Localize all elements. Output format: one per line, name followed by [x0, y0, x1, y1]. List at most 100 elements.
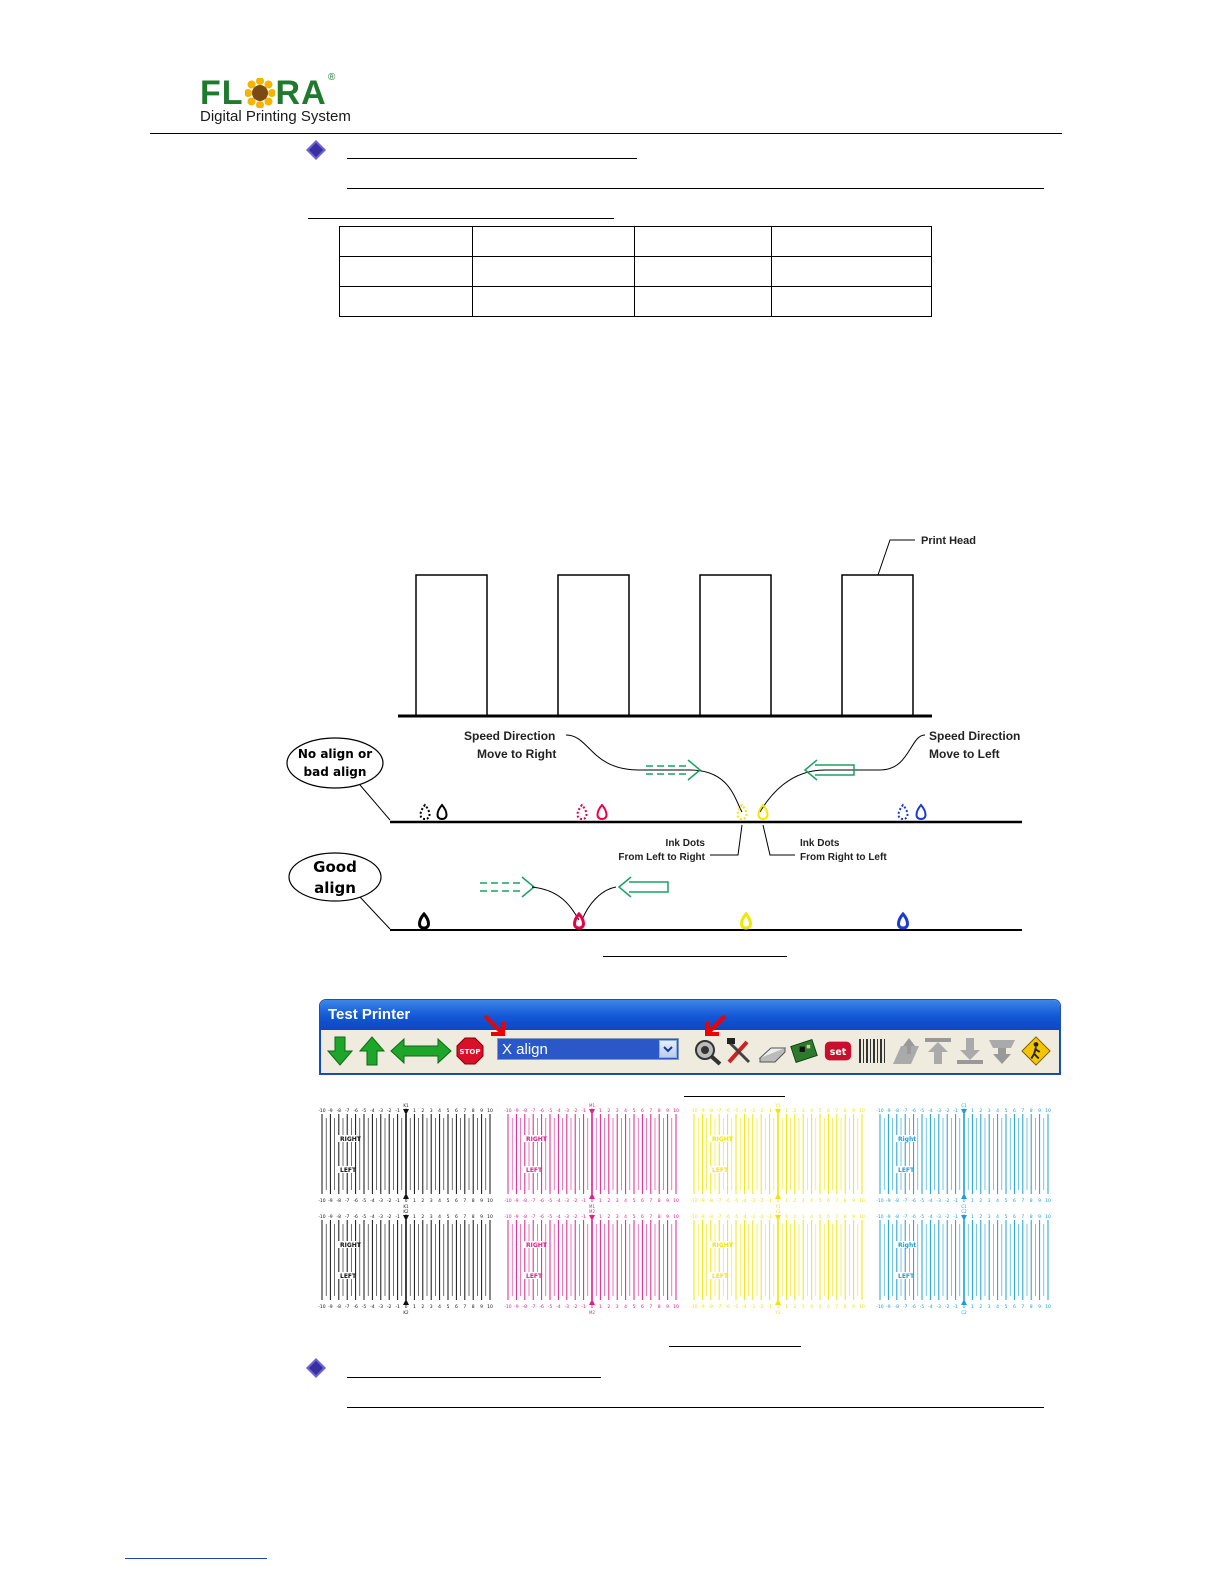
bullet-diamond-icon — [306, 1358, 326, 1378]
label-bg — [524, 1135, 542, 1142]
scale-tick-label: -1 — [953, 1214, 958, 1220]
scale-tick-label: -7 — [345, 1304, 350, 1310]
layer-up-icon[interactable] — [891, 1035, 921, 1067]
scale-tick-label: 10 — [1045, 1198, 1051, 1204]
channel-bottom-label: M2 — [589, 1310, 595, 1314]
scale-tick-label: -2 — [945, 1108, 950, 1114]
scale-tick-label: 0 — [405, 1304, 408, 1310]
right-label: Right — [898, 1242, 916, 1249]
scale-tick-label: -5 — [362, 1214, 367, 1220]
right-label: RIGHT — [712, 1242, 734, 1249]
scale-tick-label: 4 — [438, 1198, 441, 1204]
scale-tick-label: 10 — [859, 1198, 865, 1204]
warning-person-icon[interactable] — [1021, 1035, 1051, 1067]
scale-tick-label: -5 — [734, 1304, 739, 1310]
scale-tick-label: -10 — [876, 1108, 883, 1114]
scale-tick-label: 10 — [1045, 1108, 1051, 1114]
scale-tick-label: -9 — [700, 1198, 705, 1204]
window-title: Test Printer — [320, 1000, 1060, 1030]
scale-tick-label: 1 — [599, 1198, 602, 1204]
scale-tick-label: 7 — [463, 1108, 466, 1114]
scale-tick-label: -1 — [767, 1304, 772, 1310]
scale-tick-label: -5 — [548, 1108, 553, 1114]
bubble-good-line2: align — [314, 879, 356, 897]
arrow-down-bar-icon[interactable] — [955, 1035, 985, 1067]
top-marker-icon — [403, 1109, 409, 1115]
chevron-down-icon[interactable] — [659, 1040, 677, 1058]
scale-tick-label: -3 — [937, 1108, 942, 1114]
scale-tick-label: 4 — [624, 1108, 627, 1114]
scale-tick-label: 6 — [1013, 1304, 1016, 1310]
scale-tick-label: 1 — [413, 1198, 416, 1204]
scale-tick-label: -10 — [876, 1304, 883, 1310]
scale-tick-label: 5 — [447, 1304, 450, 1310]
scale-tick-label: -6 — [911, 1198, 916, 1204]
channel-bottom-label: C2 — [961, 1310, 967, 1314]
bubble-bad-line1: No align or — [298, 747, 372, 761]
left-label: LEFT — [712, 1167, 729, 1174]
scale-tick-label: 6 — [641, 1214, 644, 1220]
alignment-pattern-block: -10-10-9-9-8-8-7-7-6-6-5-5-4-4-3-3-2-2-1… — [876, 1103, 1051, 1209]
scale-tick-label: 6 — [827, 1214, 830, 1220]
scale-tick-label: -4 — [742, 1214, 747, 1220]
scale-tick-label: -9 — [700, 1304, 705, 1310]
print-head-1 — [415, 574, 488, 717]
scale-tick-label: 4 — [996, 1214, 999, 1220]
speed-right-curve — [565, 734, 743, 813]
scale-tick-label: 9 — [1038, 1214, 1041, 1220]
scale-tick-label: 1 — [971, 1108, 974, 1114]
scale-tick-label: -1 — [395, 1198, 400, 1204]
scale-tick-label: 6 — [455, 1198, 458, 1204]
barcode-icon[interactable] — [857, 1035, 887, 1067]
scale-tick-label: 3 — [430, 1304, 433, 1310]
test-pattern-select[interactable]: X align — [497, 1038, 679, 1060]
scale-tick-label: 1 — [413, 1214, 416, 1220]
scale-tick-label: 3 — [430, 1198, 433, 1204]
scale-tick-label: -4 — [928, 1198, 933, 1204]
scale-tick-label: 3 — [616, 1198, 619, 1204]
scale-tick-label: -10 — [318, 1108, 325, 1114]
scale-tick-label: 1 — [785, 1304, 788, 1310]
scale-tick-label: 1 — [413, 1304, 416, 1310]
bottom-marker-icon — [775, 1299, 781, 1305]
scale-tick-label: 9 — [852, 1214, 855, 1220]
scale-tick-label: 5 — [819, 1214, 822, 1220]
scale-tick-label: -3 — [379, 1304, 384, 1310]
arrow-up-bar-icon[interactable] — [923, 1035, 953, 1067]
scale-tick-label: 3 — [802, 1108, 805, 1114]
ink-drop-icon — [418, 911, 430, 930]
scale-tick-label: 2 — [979, 1304, 982, 1310]
scale-tick-label: -8 — [895, 1304, 900, 1310]
down-arrow-icon[interactable] — [325, 1035, 355, 1067]
ink-drop-icon — [576, 803, 588, 821]
search-gear-icon[interactable] — [693, 1035, 723, 1067]
scale-tick-label: 0 — [591, 1198, 594, 1204]
eraser-icon[interactable] — [757, 1035, 787, 1067]
up-arrow-icon[interactable] — [357, 1035, 387, 1067]
ink-drop-icon — [596, 803, 608, 821]
circuit-board-icon[interactable] — [789, 1035, 819, 1067]
scale-tick-label: -9 — [886, 1108, 891, 1114]
scale-tick-label: -3 — [565, 1108, 570, 1114]
scale-tick-label: -8 — [709, 1108, 714, 1114]
label-bg — [338, 1166, 352, 1173]
top-marker-icon — [961, 1109, 967, 1115]
label-bg — [338, 1135, 356, 1142]
scale-tick-label: -2 — [573, 1198, 578, 1204]
label-bg — [710, 1272, 724, 1279]
ink-drop-icon — [897, 803, 909, 821]
set-icon[interactable]: set — [823, 1035, 853, 1067]
scale-tick-label: 8 — [844, 1198, 847, 1204]
scale-tick-label: -10 — [318, 1198, 325, 1204]
ink-drop-icon — [897, 911, 909, 930]
ink-rl-line2: From Right to Left — [800, 852, 887, 863]
layer-down-icon[interactable] — [987, 1035, 1017, 1067]
tools-icon[interactable] — [725, 1035, 755, 1067]
scale-tick-label: -9 — [328, 1214, 333, 1220]
left-right-arrow-icon[interactable] — [389, 1035, 453, 1067]
scale-tick-label: 6 — [1013, 1108, 1016, 1114]
scale-tick-label: -5 — [920, 1108, 925, 1114]
sunflower-icon — [243, 77, 276, 109]
stop-icon[interactable]: STOP — [455, 1035, 485, 1067]
scale-tick-label: -8 — [895, 1198, 900, 1204]
